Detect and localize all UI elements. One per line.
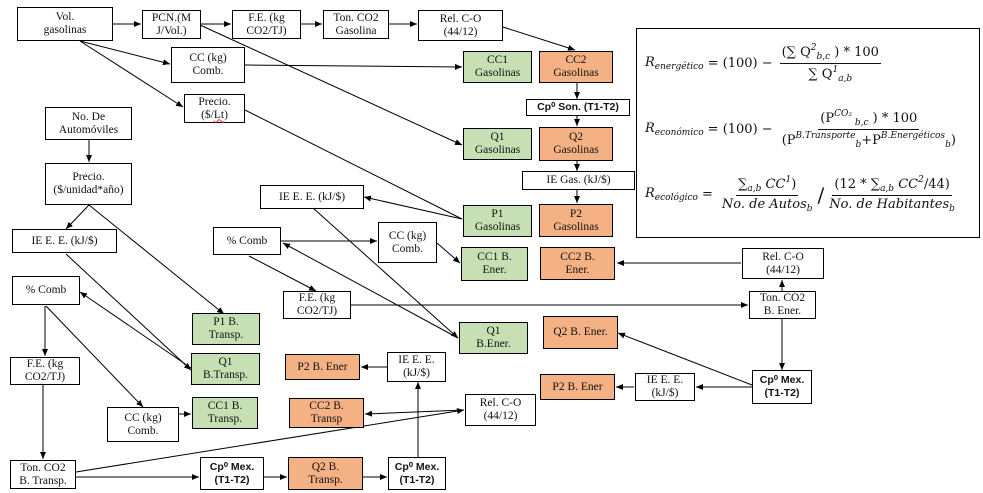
- node-ie-ee-mid: IE E. E. (kJ/$): [260, 185, 364, 209]
- node-precio-unidad: Precio. ($/unidad*año): [45, 163, 132, 205]
- edge-ieeeleft-q1bt: [65, 253, 192, 371]
- edge-relco-cc2bt: [364, 409, 465, 417]
- node-ie-ee-right: IE E. E. (kJ/$): [635, 373, 695, 401]
- formula-economico: Reconómico = (100) − (PCO₂ b,c ) * 100 (…: [645, 109, 961, 150]
- edge-pctcomb-fe: [248, 255, 317, 292]
- node-ton-co2-gasolina: Ton. CO2 Gasolina: [323, 10, 389, 39]
- node-cc1-gasolinas: CC1 Gasolinas: [463, 51, 532, 83]
- energetico-eq: = (100) −: [707, 56, 773, 71]
- edge-cc-cc1: [244, 63, 463, 70]
- node-cc1-b-ener: CC1 B. Ener.: [461, 247, 528, 281]
- node-p1-b-transp: P1 B. Transp.: [192, 313, 260, 345]
- node-q1-b-transp: Q1 B.Transp.: [191, 353, 260, 385]
- node-rel-co-bottom: Rel. C-O (44/12): [465, 394, 536, 426]
- precio-unit-suffix: ): [224, 108, 228, 121]
- node-ie-ee-lower: IE E. E. (kJ/$): [387, 352, 446, 382]
- edge-pcn-q1: [199, 24, 463, 146]
- node-cc-comb-top: CC (kg) Comb.: [171, 47, 245, 83]
- edge-precio-p1bt: [88, 204, 225, 315]
- edge-precio-p1: [244, 109, 463, 220]
- energetico-denominator: ∑ Q1a,b: [808, 65, 853, 84]
- node-p2-b-ener-right: P2 B. Ener: [540, 374, 615, 400]
- node-p2-gasolinas: P2 Gasolinas: [539, 204, 613, 237]
- economico-numerator: (PCO₂ b,c ) * 100: [818, 109, 920, 130]
- node-q2-b-transp: Q2 B. Transp.: [288, 457, 363, 490]
- node-cc-comb-left: CC (kg) Comb.: [107, 407, 179, 442]
- node-p1-gasolinas: P1 Gasolinas: [463, 205, 532, 237]
- edge-vol-precio: [79, 40, 184, 108]
- node-no-automoviles: No. De Automóviles: [45, 107, 132, 140]
- node-ton-co2-b-ener: Ton. CO2 B. Ener.: [749, 291, 816, 319]
- precio-unit-lt: Lt: [213, 108, 225, 121]
- node-q2-gasolinas: Q2 Gasolinas: [539, 127, 613, 161]
- edge-ieee-q1bener: [312, 207, 459, 339]
- node-cc2-gasolinas: CC2 Gasolinas: [539, 51, 613, 83]
- node-ie-ee-left: IE E. E. (kJ/$): [12, 229, 117, 253]
- node-rel-co-right: Rel. C-O (44/12): [742, 248, 824, 279]
- ecologico-denominator-2: No. de Habitantesb: [829, 197, 955, 214]
- node-pct-comb-mid: % Comb: [213, 227, 281, 255]
- node-cp-mex-bottom-mid: Cp⁰ Mex. (T1-T2): [388, 457, 446, 490]
- economico-eq: = (100) −: [707, 122, 773, 137]
- node-cc2-b-ener: CC2 B. Ener.: [540, 247, 615, 280]
- ecologico-fraction-1: ∑a,b CC1) No. de Autosb: [720, 175, 815, 214]
- formula-panel: Renergético = (100) − (∑ Q2b,c ) * 100 ∑…: [636, 28, 980, 238]
- edge-cc-cc1bener: [436, 242, 461, 264]
- ecologico-fraction-2: (12 * ∑a,b CC2/44) No. de Habitantesb: [827, 175, 957, 214]
- energetico-fraction: (∑ Q2b,c ) * 100 ∑ Q1a,b: [779, 43, 881, 84]
- ecologico-lhs: Recológico: [645, 186, 698, 203]
- ecologico-numerator-2: (12 * ∑a,b CC2/44): [832, 175, 952, 196]
- ecologico-eq: =: [701, 187, 713, 202]
- precio-lt-unit: ($/Lt): [201, 109, 228, 122]
- edge-tonbt-relco: [75, 408, 465, 473]
- economico-lhs: Reconómico: [645, 121, 704, 138]
- node-fe-top: F.E. (kg CO2/TJ): [232, 10, 301, 39]
- node-fe-left: F.E. (kg CO2/TJ): [10, 357, 80, 385]
- node-pcn: PCN.(M J/Vol.): [142, 10, 201, 39]
- economico-denominator: (PB.Transporteb+PB.Energéticosb): [781, 131, 956, 150]
- edge-cpmex-q2bener: [617, 332, 753, 386]
- ecologico-numerator-1: ∑a,b CC1): [736, 175, 799, 196]
- ecologico-denominator-1: No. de Autosb: [721, 197, 813, 214]
- node-rel-co-top: Rel. C-O (44/12): [418, 10, 503, 41]
- node-ton-co2-b-transp: Ton. CO2 B. Transp.: [10, 460, 76, 489]
- node-precio-lt: Precio. ($/Lt): [184, 94, 245, 123]
- precio-unit-prefix: ($/: [201, 108, 214, 121]
- energetico-lhs: Renergético: [645, 55, 704, 72]
- node-cc2-b-transp: CC2 B. Transp: [289, 398, 364, 428]
- node-pct-comb-left: % Comb: [12, 276, 80, 305]
- edge-vol-cc: [79, 40, 171, 66]
- edge-precio-ieee: [65, 204, 90, 230]
- node-cc-comb-mid: CC (kg) Comb.: [378, 222, 437, 263]
- node-q2-b-ener: Q2 B. Ener.: [543, 316, 618, 349]
- node-ie-gas: IE Gas. (kJ/$): [522, 171, 635, 190]
- node-cc1-b-transp: CC1 B. Transp.: [192, 397, 258, 429]
- precio-lt-label: Precio.: [198, 95, 231, 108]
- node-cp-son: Cp⁰ Son. (T1-T2): [526, 99, 630, 116]
- edge-relco-cc2: [502, 26, 576, 51]
- node-cp-mex-right: Cp⁰ Mex. (T1-T2): [752, 370, 812, 404]
- node-vol-gasolinas: Vol. gasolinas: [17, 7, 113, 41]
- node-fe-mid: F.E. (kg CO2/TJ): [283, 291, 351, 319]
- formula-ecologico: Recológico = ∑a,b CC1) No. de Autosb / (…: [645, 175, 960, 214]
- edge-pctcomb-cc-left: [45, 305, 144, 408]
- economico-fraction: (PCO₂ b,c ) * 100 (PB.Transporteb+PB.Ene…: [780, 109, 958, 150]
- edge-q1bener-pctcomb: [282, 242, 459, 339]
- node-cp-mex-bottom-left: Cp⁰ Mex. (T1-T2): [200, 457, 264, 490]
- node-q1-b-ener: Q1 B.Ener.: [459, 322, 528, 354]
- edge-p1-ieee: [363, 195, 463, 220]
- ecologico-slash: /: [817, 182, 825, 207]
- edge-q1bt-pctcomb: [79, 291, 192, 369]
- node-q1-gasolinas: Q1 Gasolinas: [463, 128, 532, 160]
- formula-energetico: Renergético = (100) − (∑ Q2b,c ) * 100 ∑…: [645, 43, 884, 84]
- node-p2-b-ener-mid: P2 B. Ener: [285, 354, 360, 380]
- energetico-numerator: (∑ Q2b,c ) * 100: [779, 43, 881, 64]
